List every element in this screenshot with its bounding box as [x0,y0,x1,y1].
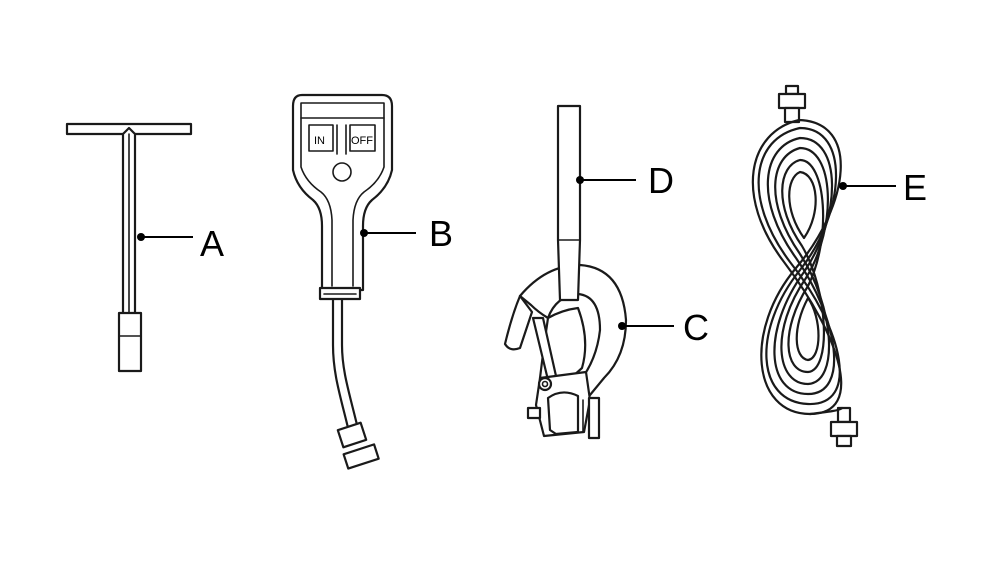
coiled-cable [751,84,859,448]
off-switch-label: OFF [351,135,373,147]
callout-e: E [839,167,927,208]
callout-d: D [576,160,674,201]
label-e: E [903,167,927,208]
label-b: B [429,213,453,254]
label-c: C [683,307,709,348]
callout-b: B [360,213,453,254]
hook-with-strap [503,104,628,440]
callout-c: C [618,307,709,348]
remote-control: IN OFF [291,93,394,470]
label-d: D [648,160,674,201]
label-a: A [200,223,224,264]
in-switch-label: IN [314,135,325,147]
callout-a: A [137,223,224,264]
t-handle-wrench [65,122,193,373]
